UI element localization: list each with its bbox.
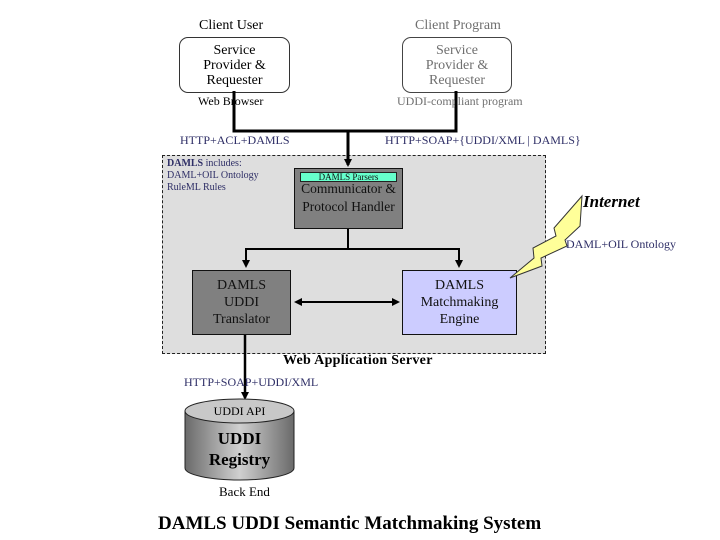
registry-line: Registry [208,450,271,469]
web-browser-caption: Web Browser [198,94,264,108]
client-program-box-line: Provider & [425,57,489,73]
damls-parsers-bar: DAMLS Parsers [300,172,397,182]
communicator-line: Communicator & [301,181,396,196]
internet-ontology-caption: DAML+OIL Ontology [566,237,676,251]
client-user-box-line: Requester [206,72,263,88]
protocol-backend-label: HTTP+SOAP+UDDI/XML [184,375,319,389]
daml-includes-heading: DAMLS [167,158,204,169]
matchmaking-line: Engine [439,312,480,327]
uddi-registry-cylinder [184,398,295,481]
back-end-caption: Back End [219,484,270,499]
daml-includes-item: DAML+OIL Ontology [167,170,259,181]
web-application-server-label: Web Application Server [283,353,433,368]
communicator-branch-line [348,248,463,268]
registry-line: UDDI [217,429,262,448]
translator-line: DAMLS [216,278,266,293]
client-user-box-line: Service [213,42,256,58]
translator-line: Translator [212,312,271,327]
uddi-compliant-caption: UDDI-compliant program [397,94,523,108]
communicator-protocol-handler-box[interactable]: DAMLS Parsers Communicator & Protocol Ha… [294,168,403,229]
diagram-title: DAMLS UDDI Semantic Matchmaking System [158,513,542,534]
matchmaking-line: DAMLS [434,278,484,293]
client-program-title: Client Program [415,18,501,33]
protocol-left-label: HTTP+ACL+DAMLS [180,133,290,147]
internet-lightning-icon [509,194,583,279]
matchmaking-line: Matchmaking [420,295,499,310]
daml-includes-item: RuleML Rules [167,182,226,193]
translator-line: UDDI [224,295,259,310]
communicator-branch-line [242,229,349,268]
client-user-box-line: Provider & [203,57,266,73]
client-connector-line [232,91,458,133]
client-program-box-line: Service [436,42,478,58]
communicator-line: Protocol Handler [302,199,395,214]
daml-includes-heading-suffix: includes: [203,158,242,169]
damls-uddi-translator-box[interactable]: DAMLS UDDI Translator [192,270,291,335]
client-program-box[interactable]: Service Provider & Requester [402,37,512,93]
damls-matchmaking-engine-box[interactable]: DAMLS Matchmaking Engine [402,270,517,335]
uddi-api-label: UDDI API [213,404,266,418]
client-user-title: Client User [199,18,264,33]
internet-label: Internet [583,192,640,211]
daml-includes-note: DAMLS includes: DAML+OIL Ontology RuleML… [167,158,259,194]
protocol-right-label: HTTP+SOAP+{UDDI/XML | DAMLS} [385,133,581,147]
uddi-registry-label: UDDI Registry [185,428,294,470]
client-program-box-line: Requester [429,72,485,88]
